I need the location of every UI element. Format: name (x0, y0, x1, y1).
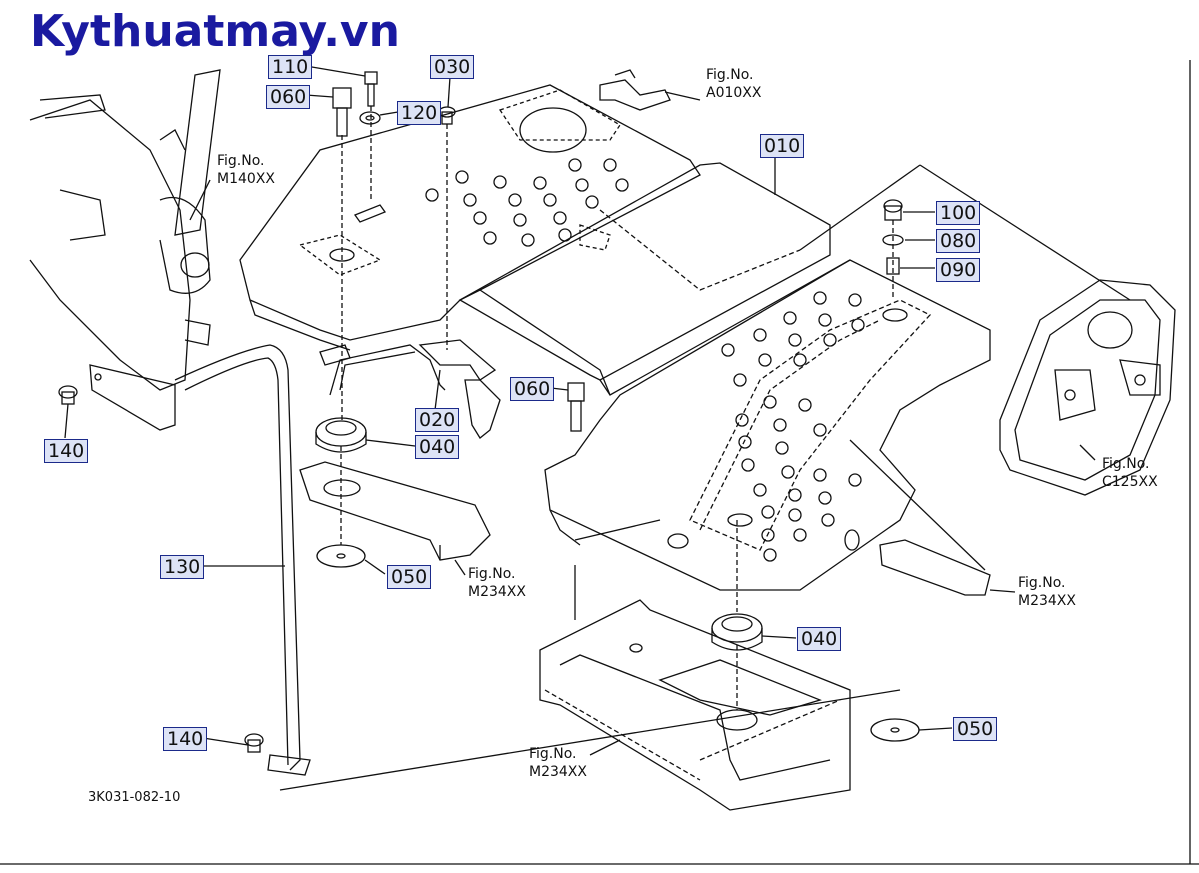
site-watermark: Kythuatmay.vn (30, 6, 400, 57)
callout-050-right: 050 (953, 717, 998, 741)
washer-left (316, 544, 366, 568)
callout-030: 030 (430, 55, 475, 79)
handrail (174, 344, 311, 776)
nut-120 (359, 111, 381, 125)
fig-label: Fig.No. (468, 566, 516, 582)
callout-130: 130 (160, 555, 205, 579)
fig-label: Fig.No. (529, 746, 577, 762)
fig-ref-m234-right: Fig.No. M234XX (1018, 574, 1076, 610)
fig-code: M234XX (1018, 593, 1076, 609)
callout-010: 010 (760, 134, 805, 158)
assembly-lines (340, 106, 894, 710)
washer-right (870, 718, 920, 742)
callout-050-left: 050 (387, 565, 432, 589)
bolt-060-top (332, 87, 352, 137)
fig-ref-m234-left: Fig.No. M234XX (468, 565, 526, 601)
fig-code: A010XX (706, 85, 762, 101)
fig-ref-a010: Fig.No. A010XX (706, 66, 761, 102)
center-cover (458, 162, 851, 396)
fig-label: Fig.No. (1102, 456, 1150, 472)
fig-label: Fig.No. (1018, 575, 1066, 591)
callout-040-left: 040 (415, 435, 460, 459)
fig-label: Fig.No. (706, 67, 754, 83)
bolt-100 (883, 199, 903, 221)
callout-040-right: 040 (797, 627, 842, 651)
callout-060-top: 060 (266, 85, 311, 109)
bracket-020 (319, 339, 501, 439)
left-support-bracket (299, 461, 491, 561)
callout-080: 080 (936, 229, 981, 253)
right-small-bracket (879, 539, 991, 596)
fig-ref-c125: Fig.No. C125XX (1102, 455, 1158, 491)
leader-lines (64, 65, 1131, 791)
right-floor-plate (544, 259, 991, 591)
bolt-030 (438, 106, 456, 125)
fig-code: M234XX (529, 764, 587, 780)
bolt-110 (364, 71, 378, 107)
fig-code: M234XX (468, 584, 526, 600)
wire-bracket (599, 69, 671, 111)
fig-code: C125XX (1102, 474, 1158, 490)
callout-090: 090 (936, 258, 981, 282)
drawing-code: 3K031-082-10 (88, 790, 181, 805)
fig-ref-m234-bottom: Fig.No. M234XX (529, 745, 587, 781)
fig-code: M140XX (217, 171, 275, 187)
callout-140-left: 140 (44, 439, 89, 463)
collar-090 (886, 257, 900, 275)
left-bracket (89, 364, 176, 431)
callout-120: 120 (397, 101, 442, 125)
left-floor-plate (239, 84, 701, 351)
fig-label: Fig.No. (217, 153, 265, 169)
bolt-140-bottom (244, 733, 264, 753)
callout-110: 110 (268, 55, 313, 79)
transmission-housing (999, 279, 1176, 496)
bolt-140-left (58, 385, 78, 405)
fig-ref-m140: Fig.No. M140XX (217, 152, 275, 188)
callout-060-mid: 060 (510, 377, 555, 401)
callout-020: 020 (415, 408, 460, 432)
callout-140-bottom: 140 (163, 727, 208, 751)
bolt-060-mid (567, 382, 585, 432)
callout-100: 100 (936, 201, 981, 225)
steering-column-assembly (29, 69, 221, 391)
